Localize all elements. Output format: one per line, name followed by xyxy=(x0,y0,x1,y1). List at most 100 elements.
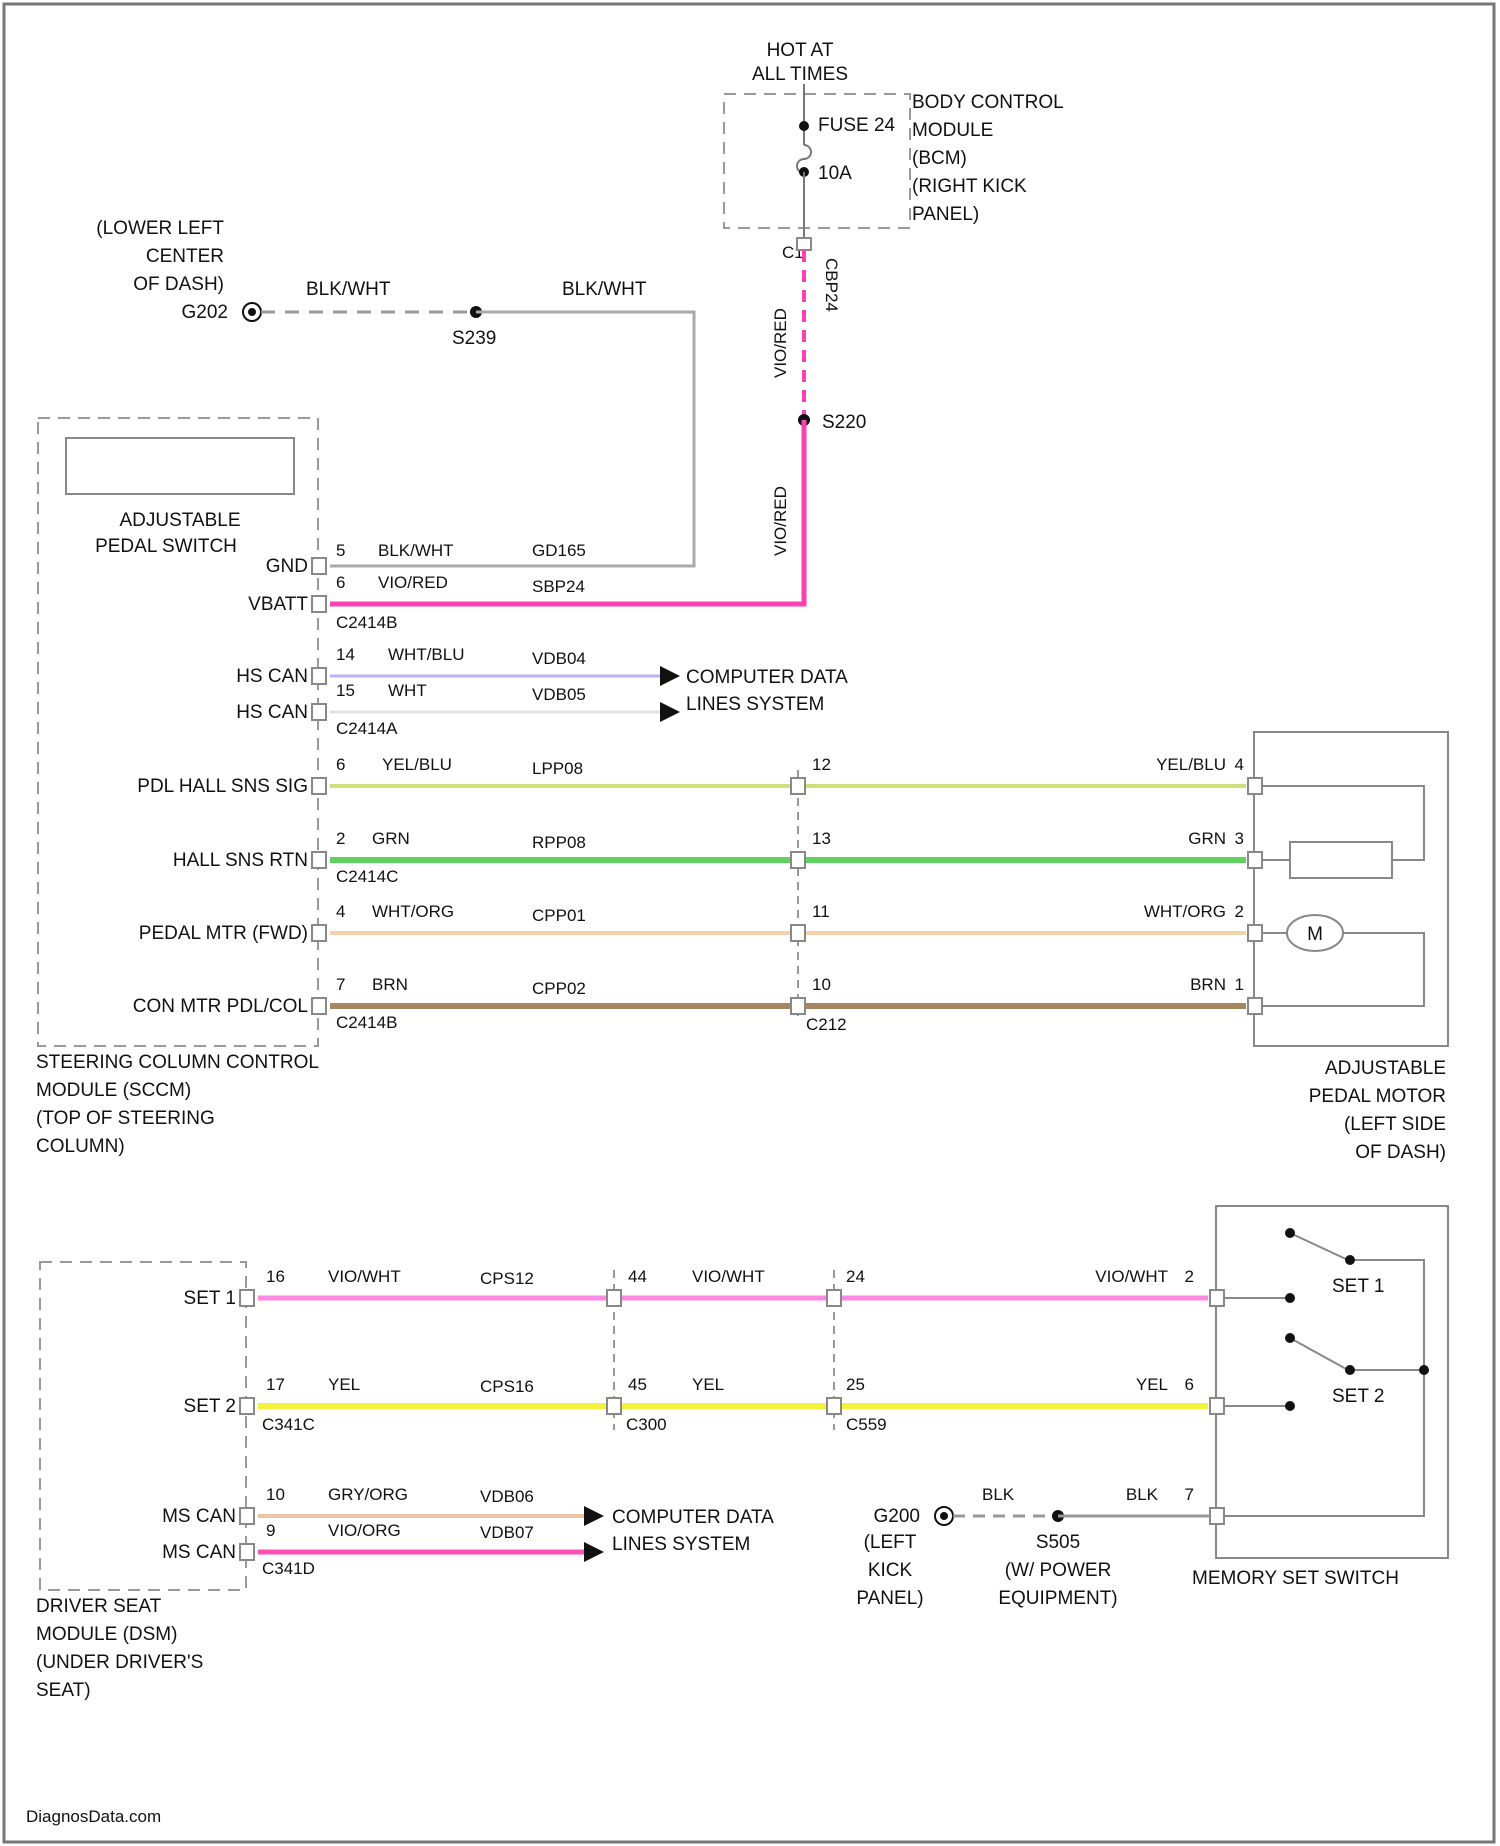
svg-text:HS CAN: HS CAN xyxy=(236,666,308,687)
svg-text:PANEL): PANEL) xyxy=(856,1588,923,1609)
memory-set-switch xyxy=(1216,1206,1448,1558)
svg-text:RPP08: RPP08 xyxy=(532,833,586,852)
splice-s239-label: S239 xyxy=(452,328,496,349)
svg-text:BLK/WHT: BLK/WHT xyxy=(378,541,454,560)
ground-g200-location: (LEFT KICK PANEL) xyxy=(856,1532,923,1609)
svg-text:DRIVER SEAT: DRIVER SEAT xyxy=(36,1596,162,1617)
fuse-name: FUSE 24 xyxy=(818,115,896,136)
bcm-conn xyxy=(797,238,811,250)
svg-text:11: 11 xyxy=(812,902,830,921)
svg-text:16: 16 xyxy=(266,1267,285,1286)
pedal-motor-label: ADJUSTABLE PEDAL MOTOR (LEFT SIDE OF DAS… xyxy=(1309,1058,1446,1163)
svg-text:(LOWER LEFT: (LOWER LEFT xyxy=(96,218,224,239)
svg-text:7: 7 xyxy=(1185,1485,1194,1504)
svg-text:CPP01: CPP01 xyxy=(532,906,586,925)
svg-text:HALL SNS RTN: HALL SNS RTN xyxy=(173,850,308,871)
svg-text:BRN: BRN xyxy=(1190,975,1226,994)
svg-text:CPP02: CPP02 xyxy=(532,979,586,998)
svg-text:1: 1 xyxy=(1235,975,1244,994)
svg-text:GND: GND xyxy=(266,556,308,577)
ms-data-label-2: LINES SYSTEM xyxy=(612,1534,750,1555)
svg-text:COLUMN): COLUMN) xyxy=(36,1136,125,1157)
svg-text:2: 2 xyxy=(1185,1267,1194,1286)
svg-text:WHT/ORG: WHT/ORG xyxy=(372,902,454,921)
svg-text:4: 4 xyxy=(1235,755,1244,774)
adjustable-pedal-switch xyxy=(66,438,294,494)
svg-text:CENTER: CENTER xyxy=(146,246,224,267)
motor-symbol: M xyxy=(1307,924,1323,945)
svg-text:CPS12: CPS12 xyxy=(480,1269,534,1288)
sccm-pin-pedal-mtr: PEDAL MTR (FWD) 4 WHT/ORG CPP01 xyxy=(139,902,586,944)
hs-can-arrow-1 xyxy=(660,666,680,686)
svg-text:PDL HALL SNS SIG: PDL HALL SNS SIG xyxy=(137,776,308,797)
svg-text:PEDAL SWITCH: PEDAL SWITCH xyxy=(95,536,237,557)
svg-text:C341C: C341C xyxy=(262,1415,315,1434)
svg-text:14: 14 xyxy=(336,645,355,664)
splice-s220-label: S220 xyxy=(822,412,866,433)
svg-text:VDB05: VDB05 xyxy=(532,685,586,704)
blk-wire-a: BLK xyxy=(982,1485,1015,1504)
ground-wire-a: BLK/WHT xyxy=(306,279,391,300)
svg-text:BRN: BRN xyxy=(372,975,408,994)
svg-text:3: 3 xyxy=(1235,829,1244,848)
svg-text:MS CAN: MS CAN xyxy=(162,1542,236,1563)
svg-text:C212: C212 xyxy=(806,1015,847,1034)
svg-text:SET 1: SET 1 xyxy=(184,1288,236,1309)
svg-text:PEDAL MOTOR: PEDAL MOTOR xyxy=(1309,1086,1446,1107)
svg-text:GD165: GD165 xyxy=(532,541,586,560)
svg-text:(BCM): (BCM) xyxy=(912,148,967,169)
svg-text:SEAT): SEAT) xyxy=(36,1680,91,1701)
svg-text:MODULE (DSM): MODULE (DSM) xyxy=(36,1624,177,1645)
svg-text:4: 4 xyxy=(336,902,345,921)
svg-text:MODULE: MODULE xyxy=(912,120,993,141)
pedal-motor-internal xyxy=(1262,786,1424,1006)
svg-text:VBATT: VBATT xyxy=(248,594,308,615)
fuse-amp: 10A xyxy=(818,163,852,184)
dsm-module xyxy=(40,1262,246,1590)
dsm-module-label: DRIVER SEAT MODULE (DSM) (UNDER DRIVER'S… xyxy=(36,1596,203,1701)
svg-text:5: 5 xyxy=(336,541,345,560)
svg-text:YEL: YEL xyxy=(692,1375,724,1394)
ground-g200-label: G200 xyxy=(874,1506,920,1527)
svg-text:12: 12 xyxy=(812,755,831,774)
svg-text:SET 2: SET 2 xyxy=(184,1396,236,1417)
svg-text:KICK: KICK xyxy=(868,1560,913,1581)
svg-text:WHT/BLU: WHT/BLU xyxy=(388,645,465,664)
pedal-motor-right-labels: YEL/BLU 4 GRN 3 WHT/ORG 2 BRN 1 xyxy=(1144,755,1262,1014)
svg-text:GRY/ORG: GRY/ORG xyxy=(328,1485,408,1504)
svg-text:15: 15 xyxy=(336,681,355,700)
ms-can-arrow-2 xyxy=(584,1542,604,1562)
svg-text:GRN: GRN xyxy=(372,829,410,848)
ground-top-location: (LOWER LEFT CENTER OF DASH) xyxy=(96,218,224,295)
dsm-pin-set1: SET 1 16 VIO/WHT CPS12 xyxy=(184,1267,534,1309)
svg-text:VIO/WHT: VIO/WHT xyxy=(692,1267,765,1286)
ground-wire-b: BLK/WHT xyxy=(562,279,647,300)
svg-text:VIO/WHT: VIO/WHT xyxy=(1095,1267,1168,1286)
svg-text:C2414A: C2414A xyxy=(336,719,398,738)
svg-text:(W/ POWER: (W/ POWER xyxy=(1005,1560,1112,1581)
svg-text:2: 2 xyxy=(336,829,345,848)
hs-data-label-2: LINES SYSTEM xyxy=(686,694,824,715)
svg-text:VDB06: VDB06 xyxy=(480,1487,534,1506)
svg-text:C2414C: C2414C xyxy=(336,867,398,886)
svg-text:2: 2 xyxy=(1235,902,1244,921)
footer-watermark: DiagnosData.com xyxy=(26,1807,161,1826)
adjustable-pedal-switch-label: ADJUSTABLE PEDAL SWITCH xyxy=(95,510,240,557)
svg-text:YEL/BLU: YEL/BLU xyxy=(1156,755,1226,774)
splice-s505-location: (W/ POWER EQUIPMENT) xyxy=(998,1560,1117,1609)
bcm-label: BODY CONTROL MODULE (BCM) (RIGHT KICK PA… xyxy=(912,92,1064,225)
svg-text:BLK: BLK xyxy=(1126,1485,1159,1504)
hs-data-label-1: COMPUTER DATA xyxy=(686,667,848,688)
ground-wire xyxy=(330,312,694,566)
svg-text:9: 9 xyxy=(266,1521,275,1540)
memory-right-labels: VIO/WHT 2 YEL 6 BLK 7 xyxy=(1095,1267,1224,1524)
svg-text:24: 24 xyxy=(846,1267,865,1286)
svg-text:STEERING COLUMN CONTROL: STEERING COLUMN CONTROL xyxy=(36,1052,319,1073)
svg-text:17: 17 xyxy=(266,1375,285,1394)
svg-text:PEDAL MTR (FWD): PEDAL MTR (FWD) xyxy=(139,923,308,944)
svg-text:(UNDER DRIVER'S: (UNDER DRIVER'S xyxy=(36,1652,203,1673)
svg-text:6: 6 xyxy=(336,755,345,774)
svg-text:7: 7 xyxy=(336,975,345,994)
sccm-pin-hs-can-2: HS CAN 15 WHT VDB05 C2414A xyxy=(236,681,586,738)
